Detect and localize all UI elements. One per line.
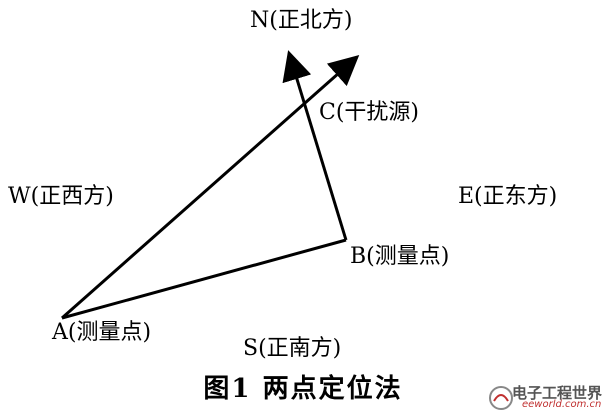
point-c-label: C(干扰源) [319, 100, 419, 125]
watermark-brand: 电子工程世界 [512, 384, 603, 402]
point-b-label: B(测量点) [350, 244, 450, 269]
north-label: N(正北方) [250, 8, 353, 33]
figure-caption: 图1 两点定位法 [203, 374, 403, 404]
baseline-a-to-b [61, 238, 347, 320]
east-label: E(正东方) [458, 184, 558, 209]
bearing-line-from-a [61, 55, 360, 320]
south-label: S(正南方) [243, 336, 342, 361]
west-label: W(正西方) [8, 184, 114, 209]
point-a-label: A(测量点) [52, 320, 152, 345]
watermark-logo-icon [489, 386, 513, 410]
bearing-line-from-b [282, 50, 348, 241]
watermark: 电子工程世界 eeworld.com.cn [488, 381, 603, 415]
watermark-site: eeworld.com.cn [522, 399, 602, 410]
